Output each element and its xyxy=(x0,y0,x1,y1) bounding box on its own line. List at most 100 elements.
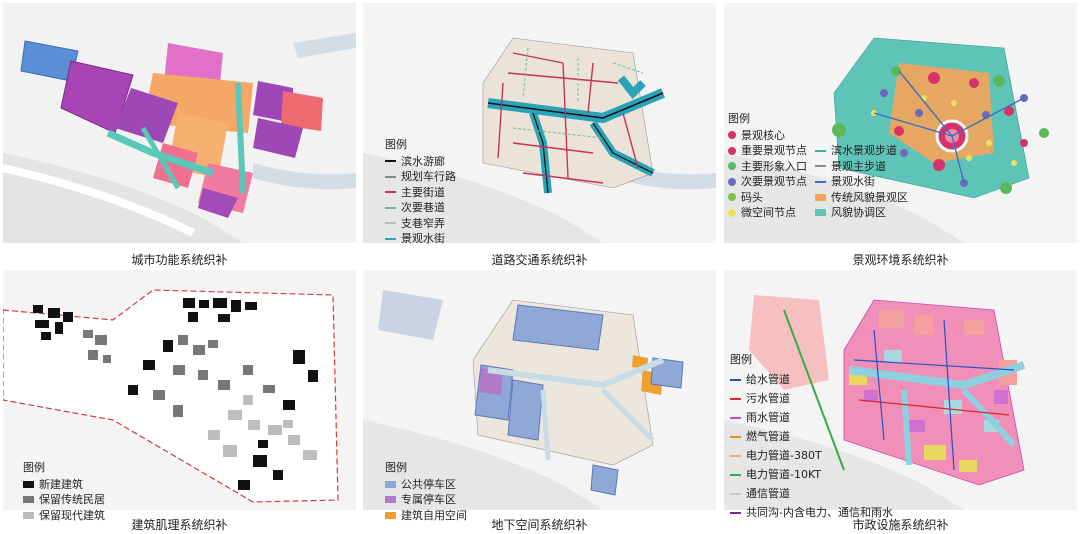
legend-label: 微空间节点 xyxy=(741,206,796,219)
legend-swatch xyxy=(728,131,736,140)
legend-label: 雨水管道 xyxy=(746,411,790,424)
legend-label: 景观核心 xyxy=(741,128,785,142)
legend-swatch xyxy=(730,416,741,419)
legend-item: 公共停车区 xyxy=(385,477,467,493)
legend-item: 主要街道 xyxy=(385,185,456,201)
panel-caption: 景观环境系统织补 xyxy=(852,253,949,267)
legend-label: 景观主步道 xyxy=(831,159,886,173)
legend-swatch xyxy=(728,162,736,171)
legend-item: 燃气管道 xyxy=(730,427,893,446)
legend-label: 传统风貌景观区 xyxy=(831,190,908,204)
legend-swatch xyxy=(23,496,34,504)
legend-label: 主要形象入口 xyxy=(741,159,807,173)
legend-item: 码头 xyxy=(728,190,807,206)
legend-item: 保留传统民居 xyxy=(23,492,105,508)
legend-title: 图例 xyxy=(385,138,407,151)
legend-swatch xyxy=(385,496,396,504)
landscape-legend: 图例 景观核心 重要景观节点 滨水景观步道 主要形象入口 景观主步道 次要景观节… xyxy=(728,111,908,221)
legend-swatch xyxy=(730,435,741,438)
legend-label: 滨水游廊 xyxy=(401,154,445,168)
legend-label: 新建建筑 xyxy=(39,477,83,491)
legend-item: 次要景观节点 xyxy=(728,174,807,190)
legend-title: 图例 xyxy=(23,461,45,474)
legend-swatch xyxy=(23,511,34,519)
panel-road-traffic: 图例 滨水游廊 规划车行路 主要街道 次要巷道 支巷窄弄 景观水街 道路交通系统… xyxy=(363,3,716,267)
underground-legend: 图例 公共停车区 专属停车区 建筑自用空间 xyxy=(385,460,467,523)
legend-item: 滨水游廊 xyxy=(385,154,456,170)
legend-item: 景观核心 xyxy=(728,128,807,144)
legend-item: 雨水管道 xyxy=(730,408,893,427)
underground-map xyxy=(363,270,716,510)
legend-item: 主要形象入口 xyxy=(728,159,807,175)
legend-label: 燃气管道 xyxy=(746,430,790,443)
panel-caption: 地下空间系统织补 xyxy=(491,518,588,532)
panel-caption: 城市功能系统织补 xyxy=(131,253,228,267)
legend-item: 保留现代建筑 xyxy=(23,508,105,524)
building-texture-map xyxy=(3,270,356,510)
panel-municipal: 图例 给水管道 污水管道 雨水管道 燃气管道 电力管道-380T 电力管道-10… xyxy=(724,270,1077,532)
landscape-map xyxy=(724,3,1077,243)
legend-title: 图例 xyxy=(728,112,750,125)
legend-label: 规划车行路 xyxy=(401,170,456,183)
legend-swatch xyxy=(728,193,736,202)
legend-label: 污水管道 xyxy=(746,392,790,405)
municipal-legend: 图例 给水管道 污水管道 雨水管道 燃气管道 电力管道-380T 电力管道-10… xyxy=(730,350,893,522)
legend-label: 公共停车区 xyxy=(401,477,456,491)
legend-label: 保留传统民居 xyxy=(39,493,105,506)
legend-swatch xyxy=(385,237,396,240)
legend-swatch xyxy=(730,492,741,495)
panel-landscape: 图例 景观核心 重要景观节点 滨水景观步道 主要形象入口 景观主步道 次要景观节… xyxy=(724,3,1077,267)
legend-swatch xyxy=(815,193,826,201)
legend-item: 支巷窄弄 xyxy=(385,216,456,232)
legend-item: 电力管道-380T xyxy=(730,446,893,465)
legend-swatch xyxy=(385,175,396,178)
legend-item: 共同沟-内含电力、通信和雨水 xyxy=(730,503,893,522)
legend-swatch xyxy=(385,191,396,194)
panel-building-texture: 图例 新建建筑 保留传统民居 保留现代建筑 建筑肌理系统织补 xyxy=(3,270,356,532)
legend-item: 风貌协调区 xyxy=(815,205,908,221)
legend-label: 保留现代建筑 xyxy=(39,508,105,522)
legend-label: 给水管道 xyxy=(746,373,790,386)
legend-label: 主要街道 xyxy=(401,185,445,199)
legend-item: 次要巷道 xyxy=(385,200,456,216)
legend-item: 规划车行路 xyxy=(385,169,456,185)
legend-swatch xyxy=(730,397,741,400)
legend-swatch xyxy=(385,206,396,209)
legend-item: 污水管道 xyxy=(730,389,893,408)
legend-item: 新建建筑 xyxy=(23,477,105,493)
legend-label: 专属停车区 xyxy=(401,493,456,506)
building-legend: 图例 新建建筑 保留传统民居 保留现代建筑 xyxy=(23,460,105,523)
legend-label: 电力管道-380T xyxy=(746,449,822,462)
legend-label: 滨水景观步道 xyxy=(831,144,897,157)
panel-underground: 图例 公共停车区 专属停车区 建筑自用空间 地下空间系统织补 xyxy=(363,270,716,532)
legend-swatch xyxy=(730,378,741,381)
legend-item: 建筑自用空间 xyxy=(385,508,467,524)
legend-label: 码头 xyxy=(741,190,763,204)
legend-swatch xyxy=(815,209,826,217)
panel-caption: 道路交通系统织补 xyxy=(491,253,588,267)
legend-label: 共同沟-内含电力、通信和雨水 xyxy=(746,506,893,519)
legend-swatch xyxy=(730,511,741,514)
legend-label: 景观水街 xyxy=(401,232,445,245)
legend-item: 通信管道 xyxy=(730,484,893,503)
legend-label: 风貌协调区 xyxy=(831,206,886,219)
road-legend: 图例 滨水游廊 规划车行路 主要街道 次要巷道 支巷窄弄 景观水街 xyxy=(385,137,456,247)
legend-item: 传统风貌景观区 xyxy=(815,190,908,206)
legend-title: 图例 xyxy=(730,353,752,366)
legend-item: 景观水街 xyxy=(385,231,456,247)
legend-label: 电力管道-10KT xyxy=(746,468,822,481)
legend-swatch xyxy=(730,454,741,457)
legend-label: 景观水街 xyxy=(831,175,875,188)
legend-swatch xyxy=(815,180,826,183)
legend-label: 重要景观节点 xyxy=(741,144,807,157)
panel-caption: 建筑肌理系统织补 xyxy=(131,518,228,532)
panel-caption: 市政设施系统织补 xyxy=(852,518,949,532)
legend-item: 电力管道-10KT xyxy=(730,465,893,484)
legend-item: 微空间节点 xyxy=(728,205,807,221)
legend-label: 次要景观节点 xyxy=(741,175,807,188)
legend-item: 景观主步道 xyxy=(815,159,908,175)
legend-item: 给水管道 xyxy=(730,370,893,389)
legend-label: 次要巷道 xyxy=(401,201,445,214)
legend-label: 支巷窄弄 xyxy=(401,216,445,230)
legend-swatch xyxy=(385,480,396,488)
